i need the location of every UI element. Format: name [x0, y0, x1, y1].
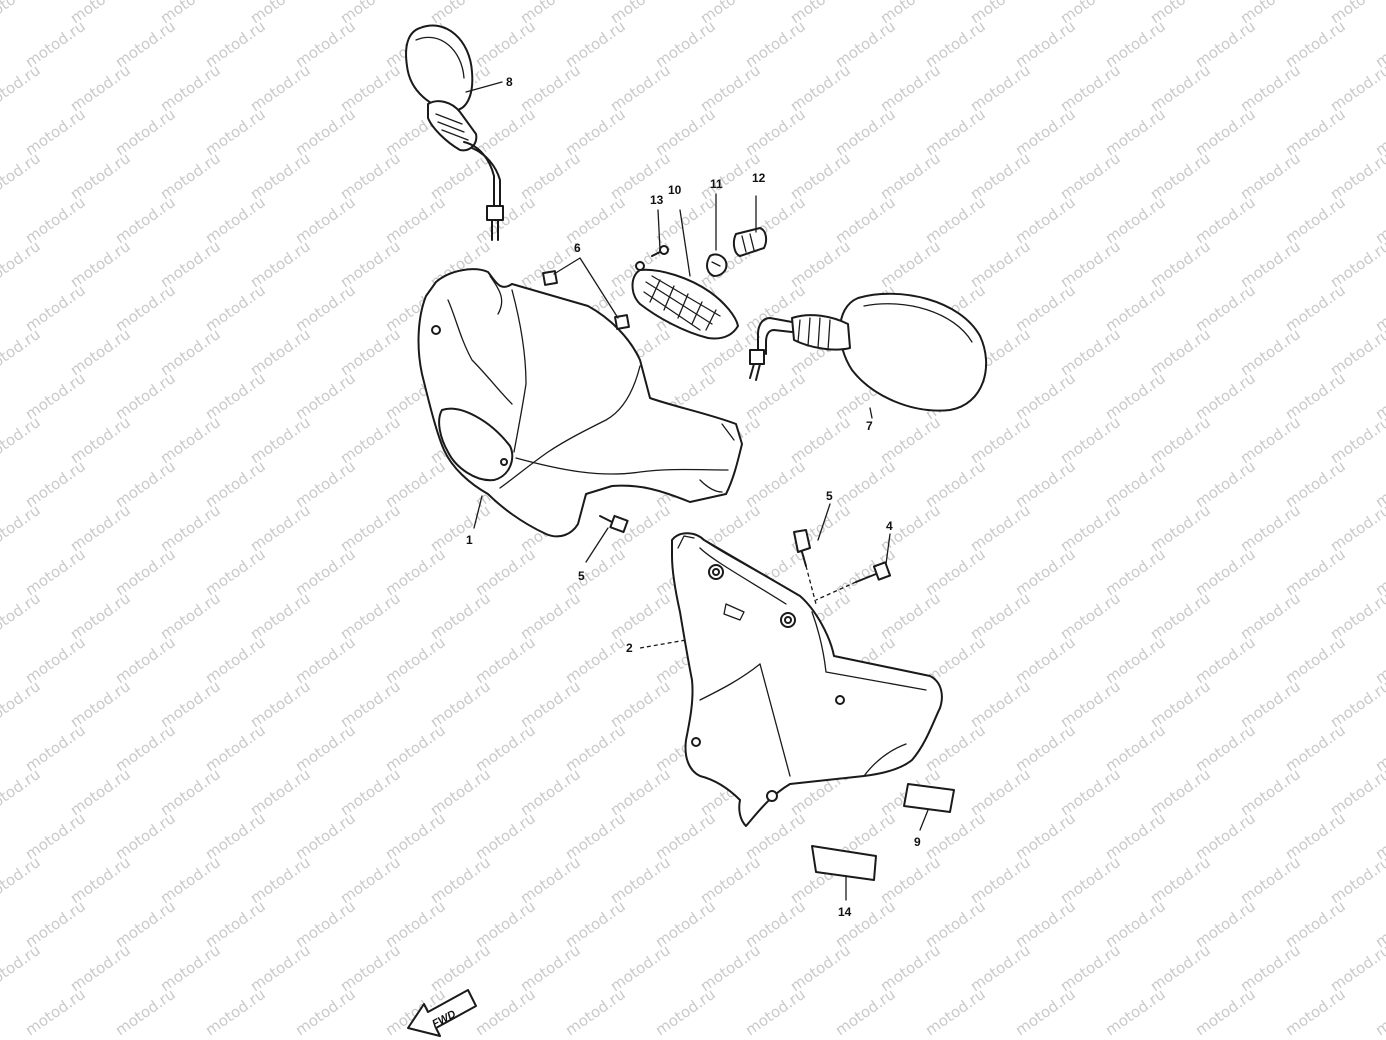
watermark-text: motod.ru [0, 589, 44, 643]
watermark-text: motod.ru [0, 325, 44, 379]
callout-4: 4 [886, 519, 893, 533]
nut-part-6[interactable] [542, 270, 630, 330]
watermark-text: motod.ru [0, 941, 44, 995]
callout-10: 10 [668, 183, 682, 197]
callout-7: 7 [866, 419, 873, 433]
watermark-text: motod.ru [0, 765, 44, 819]
front-cowl-part-1[interactable] [417, 268, 743, 538]
watermark-text: motod.ru [0, 501, 44, 555]
inner-panel-part-2[interactable] [671, 532, 943, 827]
callout-2: 2 [626, 641, 633, 655]
leader-lines [465, 81, 929, 901]
callout-14: 14 [838, 905, 852, 919]
bolt-part-5-upper[interactable] [599, 514, 629, 534]
socket-part-12[interactable] [732, 227, 768, 257]
watermark-text: motod.ru [1102, 985, 1169, 1039]
watermark-text: motod.ru [0, 0, 44, 27]
watermark-text: motod.ru [0, 413, 44, 467]
callout-labels: 8 13 10 11 12 6 7 1 5 5 4 2 9 14 [466, 75, 921, 919]
callout-1: 1 [466, 533, 473, 547]
callout-11: 11 [710, 177, 723, 191]
callout-13: 13 [650, 193, 664, 207]
watermark-text: motod.ru [0, 677, 44, 731]
watermark-text: motod.ru [0, 61, 44, 115]
watermark-text: motod.ru [0, 853, 44, 907]
watermark-text: motod.ru [922, 985, 989, 1039]
watermark-text: motod.ru [1192, 985, 1259, 1039]
watermark-text: motod.ru [202, 985, 269, 1039]
watermark-text: motod.ru [22, 985, 89, 1039]
watermark-text: motod.ru [0, 149, 44, 203]
bulb-part-11[interactable] [706, 253, 728, 277]
bolt-part-4[interactable] [815, 561, 892, 601]
watermark-text: motod.ru [1372, 985, 1386, 1039]
callout-5-upper: 5 [578, 569, 585, 583]
watermark-text: motod.ru [112, 985, 179, 1039]
mirror-left-part-8[interactable] [405, 24, 504, 241]
watermark-text: motod.ru [652, 985, 719, 1039]
watermark-text: motod.ru [292, 985, 359, 1039]
bolt-part-5-lower[interactable] [793, 529, 817, 605]
callout-12: 12 [752, 171, 766, 185]
watermark-text: motod.ru [1282, 985, 1349, 1039]
callout-5-lower: 5 [826, 489, 833, 503]
callout-6: 6 [574, 241, 581, 255]
watermark-text: motod.ru [472, 985, 539, 1039]
label-part-14[interactable] [811, 845, 877, 881]
label-part-9[interactable] [903, 783, 955, 813]
watermark-text: motod.ru [562, 985, 629, 1039]
mirror-right-part-7[interactable] [749, 292, 988, 412]
screw-part-13[interactable] [651, 245, 669, 257]
callout-8: 8 [506, 75, 513, 89]
watermark-text: motod.ru [0, 237, 44, 291]
watermark-text: motod.ru [1012, 985, 1079, 1039]
watermark-text: motod.ru [832, 985, 899, 1039]
front-lamp-part-10[interactable] [631, 261, 739, 340]
callout-9: 9 [914, 835, 921, 849]
watermark-text: motod.ru [742, 985, 809, 1039]
